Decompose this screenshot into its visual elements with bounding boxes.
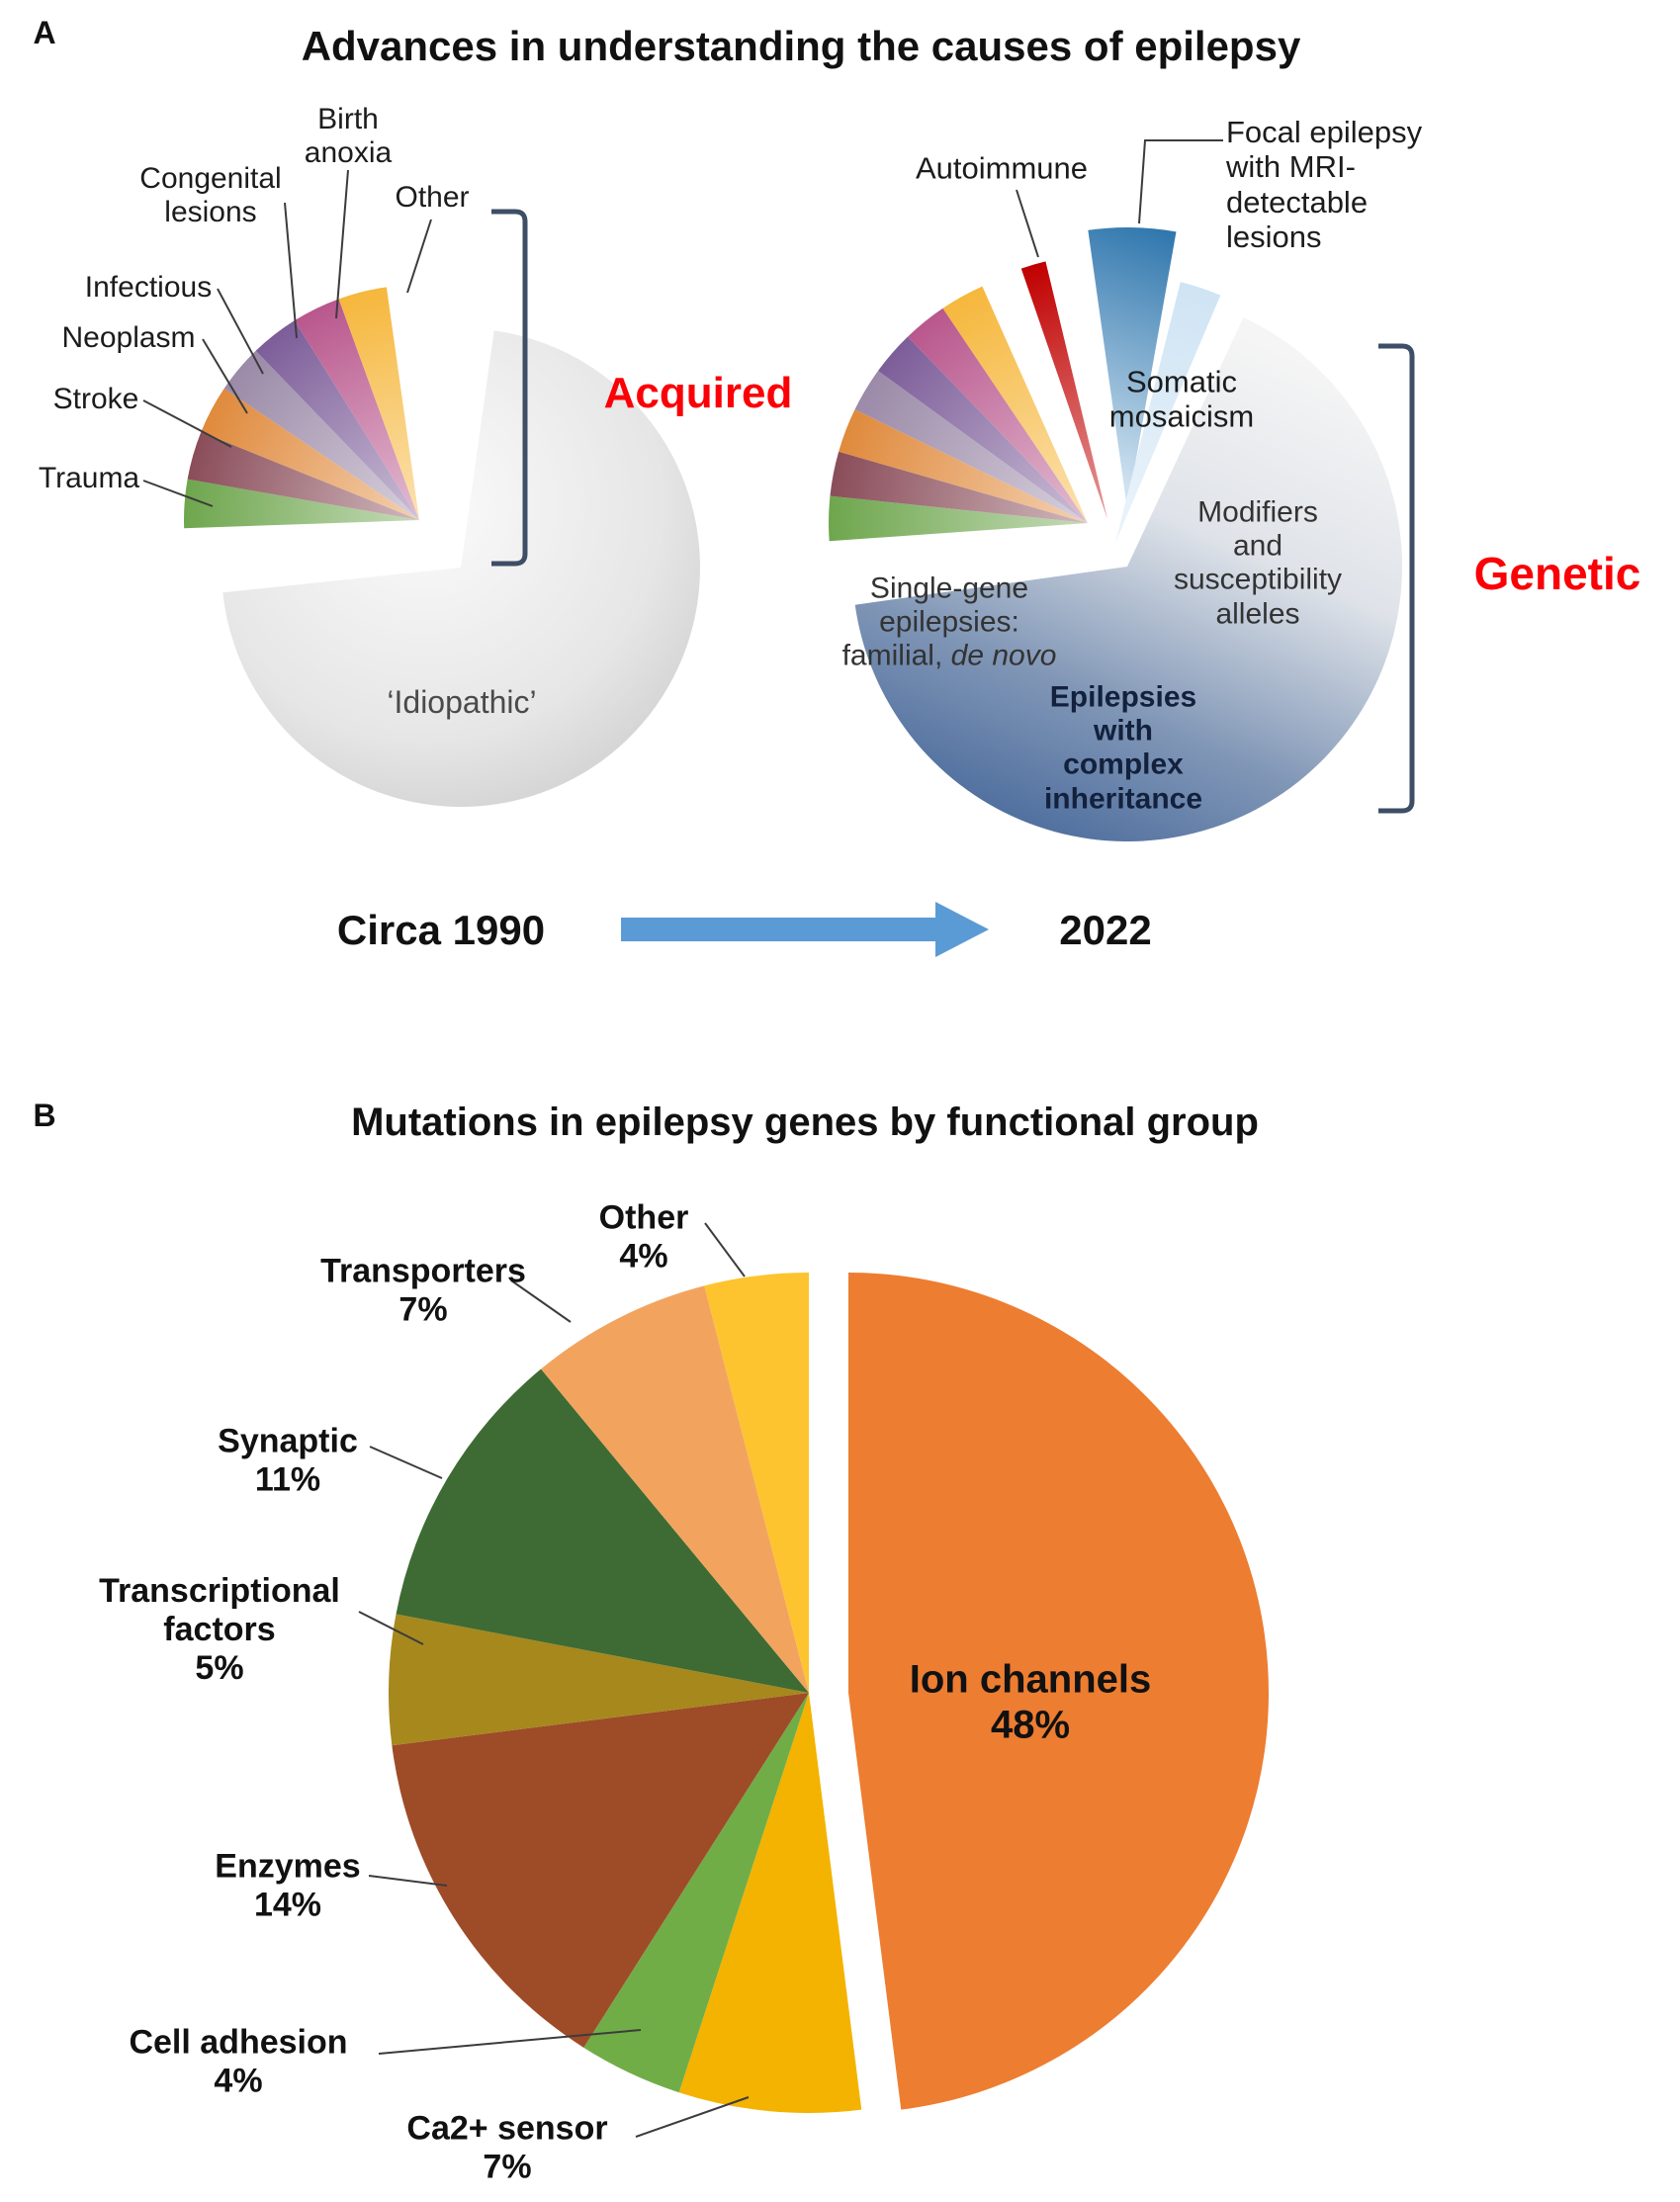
leader-line-infectious	[217, 288, 264, 375]
pie-slice-ca2-sensor	[678, 1693, 862, 2113]
leader-lines-b	[358, 1222, 750, 2138]
label-somatic-mosaicism: Somatic mosaicism	[1108, 364, 1255, 434]
leader-lines-1990	[142, 169, 432, 507]
panel-b-letter: B	[33, 1097, 56, 1133]
leader-line-enzymes	[368, 1875, 448, 1887]
pie-slice-other	[942, 286, 1088, 523]
pie-circa-1990	[184, 287, 700, 807]
label-modifiers: Modifiers and susceptibility alleles	[1173, 495, 1343, 631]
panel-a-title: Advances in understanding the causes of …	[301, 23, 1301, 70]
pie-slice-birth-anoxia	[294, 299, 419, 520]
pie-2022	[829, 227, 1402, 842]
label-complex-inheritance: Epilepsies with complex inheritance	[1043, 680, 1203, 816]
label-transporters: Transporters 7%	[320, 1252, 526, 1328]
label-trauma: Trauma	[38, 461, 140, 494]
de-novo-italic-text: de novo	[950, 640, 1057, 673]
single-gene-text: Single-gene epilepsies: familial,	[841, 572, 1029, 673]
pie-slice-trauma	[829, 495, 1088, 542]
pie-slice-stroke	[187, 431, 419, 520]
pie-slice-autoimmune	[1020, 261, 1107, 519]
label-enzymes: Enzymes 14%	[215, 1847, 361, 1923]
pie-slice-infectious	[854, 371, 1088, 523]
pie-slice-neoplasm	[839, 409, 1088, 523]
label-birth-anoxia: Birth anoxia	[304, 102, 393, 169]
label-infectious: Infectious	[84, 270, 213, 304]
leader-line-autoimmune	[1016, 189, 1039, 258]
pie-slice-transporters	[541, 1285, 809, 1693]
leader-line-stroke	[142, 399, 232, 448]
pie-slice-other	[338, 287, 419, 520]
leader-line-neoplasm	[202, 338, 248, 414]
leader-line-birth-anoxia	[335, 169, 349, 319]
label-other-b: Other 4%	[598, 1198, 689, 1275]
label-ion-channels: Ion channels 48%	[909, 1657, 1152, 1746]
pie-slice-other	[704, 1273, 809, 1693]
leader-line-congenital	[284, 202, 298, 339]
acquired-label: Acquired	[603, 368, 793, 417]
timeline-arrow-icon	[621, 902, 989, 957]
pie-slice-synaptic	[396, 1368, 809, 1693]
year-circa-1990: Circa 1990	[336, 907, 546, 954]
pie-slice-cell-adhesion	[583, 1693, 809, 2093]
pie-slice-somatic-mosaicism	[1115, 282, 1221, 543]
pie-slice-infectious	[223, 350, 419, 520]
leader-line-synaptic	[369, 1446, 443, 1479]
label-idiopathic: ‘Idiopathic’	[387, 683, 537, 720]
leader-line-cell-adhesion	[378, 2029, 642, 2055]
pie-slice-neoplasm	[201, 388, 419, 520]
label-autoimmune: Autoimmune	[915, 150, 1089, 186]
genetic-label: Genetic	[1473, 547, 1641, 599]
label-single-gene: Single-gene epilepsies: familial, de nov…	[842, 573, 1057, 674]
leader-line-other-1990	[406, 219, 432, 294]
leader-line-ca-sensor	[635, 2096, 750, 2138]
label-congenital-lesions: Congenital lesions	[139, 161, 282, 228]
pie-slice-transcriptional-factors	[388, 1614, 809, 1746]
label-synaptic: Synaptic 11%	[218, 1422, 358, 1498]
pie-slice-idiopathic	[222, 330, 700, 807]
leader-line-transcriptional	[358, 1611, 424, 1645]
label-other-1990: Other	[395, 180, 470, 214]
panel-a-letter: A	[33, 14, 56, 50]
label-focal-epilepsy: Focal epilepsy with MRI- detectable lesi…	[1226, 115, 1423, 254]
leader-line-other-b	[704, 1222, 746, 1277]
label-stroke: Stroke	[52, 382, 139, 415]
label-neoplasm: Neoplasm	[61, 320, 196, 354]
pie-slice-birth-anoxia	[907, 308, 1088, 523]
pie-functional-groups	[388, 1273, 1269, 2113]
pie-slice-enzymes	[392, 1693, 809, 2048]
pie-slice-focal-epilepsy-with-mri-detectable-lesions	[1088, 227, 1177, 509]
pie-slice-trauma	[184, 479, 419, 529]
leader-lines-2022	[1016, 139, 1223, 258]
panel-b-title: Mutations in epilepsy genes by functiona…	[351, 1101, 1259, 1145]
label-cell-adhesion: Cell adhesion 4%	[129, 2023, 348, 2099]
pie-slice-congenital-lesions	[878, 336, 1088, 523]
acquired-bracket	[491, 209, 528, 567]
genetic-bracket	[1378, 343, 1415, 814]
leader-line-transporters	[510, 1279, 572, 1323]
pie-slice-ion-channels	[848, 1273, 1269, 2110]
year-2022: 2022	[1059, 907, 1152, 954]
pie-slice-congenital-lesions	[255, 320, 419, 520]
leader-line-focal	[1138, 139, 1223, 224]
pie-slice-genetic-single-gene-epilepsies-modifiers-and-susceptibility-alleles-epilepsies-with-complex-inheritance	[854, 317, 1402, 842]
label-ca-sensor: Ca2+ sensor 7%	[406, 2109, 608, 2185]
pie-slice-stroke	[830, 451, 1088, 523]
leader-line-trauma	[142, 480, 214, 507]
label-transcriptional-factors: Transcriptional factors 5%	[99, 1571, 340, 1687]
